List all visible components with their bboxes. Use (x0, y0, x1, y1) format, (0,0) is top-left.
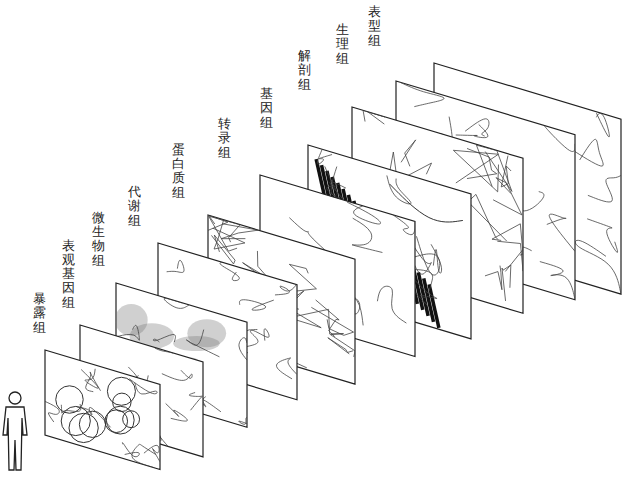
layer-label: 代谢组 (128, 185, 141, 228)
layer-texture (45, 369, 160, 468)
layer-label: 暴露组 (33, 292, 46, 335)
layer-label: 蛋白质组 (172, 143, 185, 200)
layer-label: 生理组 (336, 23, 349, 66)
layer-label: 表观基因组 (62, 239, 75, 310)
layer-label: 解剖组 (298, 49, 311, 92)
omics-layer (45, 350, 160, 470)
layer-label: 转录组 (218, 117, 231, 160)
layer-label: 基因组 (260, 87, 273, 130)
person-silhouette (3, 392, 27, 470)
layer-label: 微生物组 (92, 211, 105, 268)
layer-panel (45, 350, 160, 470)
layer-label: 表型组 (368, 5, 381, 48)
